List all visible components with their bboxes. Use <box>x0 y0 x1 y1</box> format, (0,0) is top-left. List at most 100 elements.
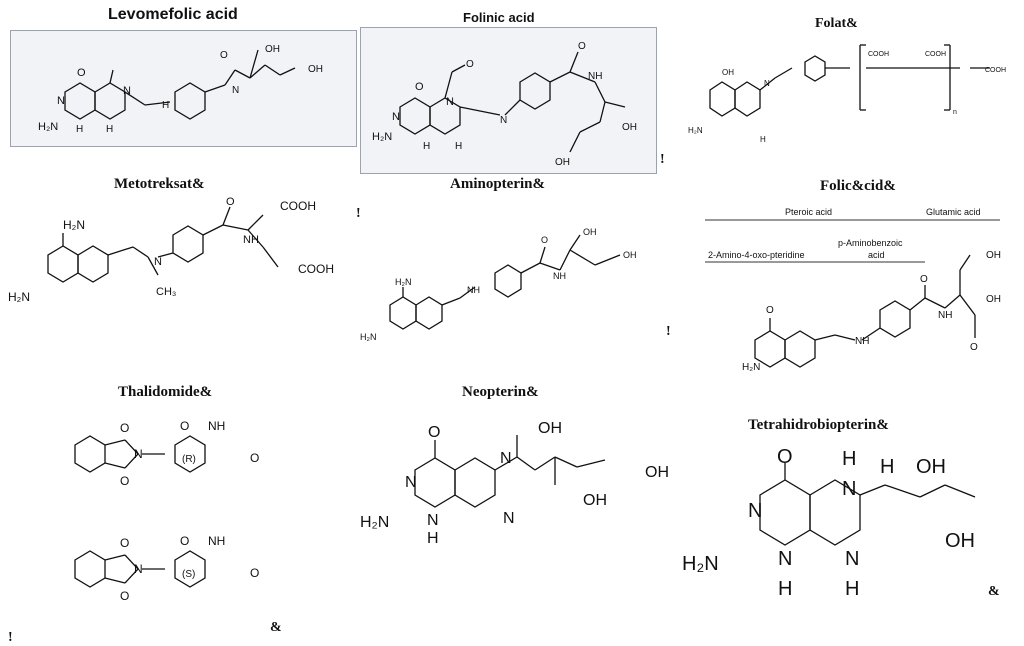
atom-H2N: H₂N <box>688 126 703 135</box>
atom-O: O <box>766 305 774 316</box>
atom-O-5: O <box>120 536 129 550</box>
atom-H-right: H <box>845 578 859 600</box>
atom-N-amide: NH <box>588 71 602 82</box>
atom-H2N-top: H₂N <box>395 277 412 287</box>
atom-H2N: H₂N <box>682 553 719 575</box>
atom-H-bottom: H <box>778 578 792 600</box>
atom-H2N: H₂N <box>742 362 760 373</box>
atom-N-right: N <box>845 548 859 570</box>
atom-N: N <box>764 79 770 88</box>
stray-amp-1: & <box>270 620 282 635</box>
atom-N5: N <box>446 96 454 108</box>
aminopterin-structure: H₂N H₂N NH O NH OH OH <box>360 227 637 342</box>
metotreksat-title: Metotreksat& <box>114 176 205 192</box>
thalidomide-title: Thalidomide& <box>118 384 213 400</box>
atom-NH2-top: H₂N <box>63 218 85 232</box>
atom-COOH-1: COOH <box>868 51 889 58</box>
neopterin-title: Neopterin& <box>462 384 539 400</box>
atom-H: H <box>76 124 83 135</box>
atom-OH-bottom: OH <box>583 492 607 509</box>
atom-O-3: O <box>180 419 189 433</box>
atom-O: O <box>428 424 440 441</box>
atom-N: N <box>57 95 65 107</box>
atom-HN-link: NH <box>467 285 480 295</box>
atom-O-6: O <box>120 589 129 603</box>
atom-N-amide: NH <box>553 271 566 281</box>
label-glutamic: Glutamic acid <box>926 207 981 217</box>
tetrahidrobiopterin-structure: O N H₂N N H H N N H H OH OH <box>682 446 976 600</box>
atom-H-bottom: H <box>427 530 439 547</box>
atom-OH-bottom: OH <box>945 530 975 552</box>
atom-O-amide: O <box>920 274 928 285</box>
atom-H-top: H <box>842 448 856 470</box>
atom-O-8: O <box>250 566 259 580</box>
atom-H-N8: H <box>455 141 462 152</box>
metotreksat-structure: H₂N H₂N N CH₃ O NH COOH COOH <box>8 196 334 304</box>
atom-OH-right: OH <box>645 464 669 481</box>
atom-H-bottom: H <box>423 141 430 152</box>
atom-OH-top: OH <box>916 456 946 478</box>
stray-bang-4: ! <box>8 630 13 645</box>
atom-OH: OH <box>722 68 734 77</box>
atom-O: O <box>415 81 424 93</box>
atom-N-link: NH <box>855 336 869 347</box>
atom-COOH-2: COOH <box>925 51 946 58</box>
label-R: (R) <box>182 454 196 465</box>
atom-N-left: N <box>405 474 417 491</box>
atom-N-amide: NH <box>243 234 259 246</box>
atom-N-right: N <box>503 510 515 527</box>
atom-N-amide: N <box>232 85 239 96</box>
atom-NH-2: NH <box>208 534 225 548</box>
folic-structure: Pteroic acid Glutamic acid 2-Amino-4-oxo… <box>705 207 1001 373</box>
atom-O-amide: O <box>220 50 228 61</box>
label-acid: acid <box>868 250 885 260</box>
atom-H-bottom: H <box>760 135 766 144</box>
atom-H2N: H₂N <box>360 332 377 342</box>
atom-N-amide: NH <box>938 310 952 321</box>
atom-COOH-bottom: COOH <box>298 262 334 276</box>
atom-O-4: O <box>250 451 259 465</box>
atom-OH-right: OH <box>986 294 1001 305</box>
atom-H-link: H <box>162 100 169 111</box>
label-pteroic: Pteroic acid <box>785 207 832 217</box>
atom-O-2: O <box>120 474 129 488</box>
atom-NH-1: NH <box>208 419 225 433</box>
folat-title: Folat& <box>815 16 858 31</box>
atom-OH-right: OH <box>623 250 637 260</box>
atom-OH-bottom: OH <box>555 157 570 168</box>
levomefolic-structure: O H₂N N H N H H N O OH OH <box>38 44 323 135</box>
atom-N-2: N <box>134 562 143 576</box>
label-S: (S) <box>182 569 195 580</box>
thalidomide-structure: O N O O NH (R) O O N O O NH (S) O <box>74 419 259 603</box>
atom-OH-right: OH <box>622 122 637 133</box>
folic-title: Folic&cid& <box>820 178 896 194</box>
atom-COOH-top: OH <box>265 44 280 55</box>
atom-N-top: N <box>500 450 512 467</box>
levomefolic-panel <box>10 30 357 147</box>
atom-COOH-top: COOH <box>280 199 316 213</box>
atom-H2N: H₂N <box>372 131 392 143</box>
folat-structure: OH H₂N N H COOH COOH COOH n <box>688 44 1006 144</box>
atom-N-top: N <box>842 478 856 500</box>
atom-H-stereo: H <box>880 456 894 478</box>
folinic-title: Folinic acid <box>463 10 535 25</box>
atom-OH-right: OH <box>308 64 323 75</box>
aminopterin-title: Aminopterin& <box>450 176 545 192</box>
levomefolic-title: Levomefolic acid <box>108 6 238 23</box>
atom-N-bottom: N <box>427 512 439 529</box>
atom-H2N: H₂N <box>360 514 389 531</box>
tetrahidrobiopterin-title: Tetrahidrobiopterin& <box>748 417 889 433</box>
stray-bang-2: ! <box>356 206 361 221</box>
stray-bang-1: ! <box>660 152 665 167</box>
atom-OH-top: OH <box>538 420 562 437</box>
atom-H2N: H₂N <box>38 121 58 133</box>
stray-amp-2: & <box>988 584 1000 599</box>
atom-N-1: N <box>134 447 143 461</box>
atom-O-7: O <box>180 534 189 548</box>
atom-N-bottom: N <box>778 548 792 570</box>
atom-NH-link: N <box>500 115 507 126</box>
atom-OH-top: OH <box>986 250 1001 261</box>
atom-O-bottom: O <box>970 342 978 353</box>
subscript-n: n <box>953 109 957 116</box>
atom-N-ring: N <box>123 85 131 97</box>
